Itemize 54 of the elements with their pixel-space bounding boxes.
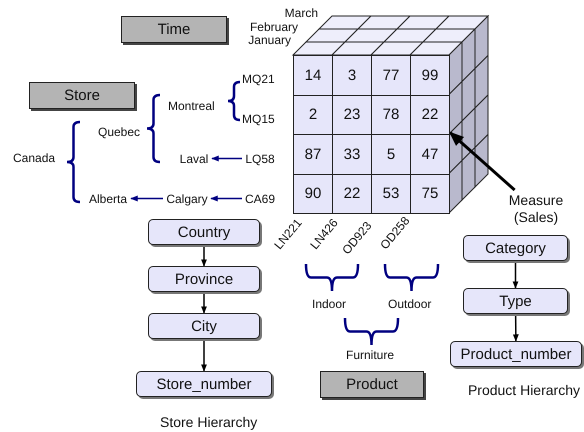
- data-cell: 22: [410, 94, 450, 135]
- hierarchy-level-box: Province: [148, 266, 260, 292]
- data-cell: 53: [371, 174, 411, 214]
- member-label: Laval: [176, 151, 212, 166]
- member-label: Quebec: [98, 125, 140, 139]
- hierarchy-level-box: Category: [463, 235, 568, 261]
- member-label: MQ15: [242, 112, 275, 126]
- hierarchy-caption: Product Hierarchy: [468, 382, 580, 398]
- member-label: Alberta: [85, 191, 131, 206]
- data-cell: 99: [410, 55, 450, 96]
- data-cell: 87: [293, 134, 333, 174]
- member-label: CA69: [242, 191, 278, 206]
- hierarchy-level-box: Product_number: [450, 341, 582, 367]
- member-label: Indoor: [312, 297, 346, 311]
- data-cell: 23: [332, 94, 372, 135]
- data-cell: 75: [410, 174, 450, 214]
- member-label: Canada: [13, 151, 56, 165]
- arrow: [201, 339, 207, 372]
- data-cell: 77: [371, 55, 411, 96]
- data-cell: 78: [371, 94, 411, 135]
- member-label: February: [250, 20, 298, 34]
- arrow: [201, 245, 207, 267]
- hierarchy-caption: Store Hierarchy: [160, 414, 258, 430]
- data-cell: 2: [293, 94, 333, 135]
- dimension-box: Product: [320, 371, 424, 398]
- measure-label: Measure (Sales): [500, 190, 572, 228]
- data-cell: 90: [293, 174, 333, 214]
- member-label: January: [248, 33, 291, 47]
- member-label: MQ21: [242, 72, 275, 86]
- data-cell: 22: [332, 174, 372, 214]
- hierarchy-level-box: Store_number: [136, 371, 272, 397]
- hierarchy-level-box: City: [148, 313, 260, 339]
- member-label: Outdoor: [388, 297, 432, 311]
- member-label: Calgary: [163, 191, 211, 206]
- data-cell: 47: [410, 134, 450, 174]
- data-cell: 14: [293, 55, 333, 96]
- member-label: March: [284, 6, 318, 20]
- arrow: [130, 196, 163, 202]
- member-label: LQ58: [242, 151, 278, 166]
- data-cell: 5: [371, 134, 411, 174]
- member-label: Furniture: [346, 348, 394, 362]
- data-cell: 3: [332, 55, 372, 96]
- arrow: [201, 292, 207, 314]
- member-label: Montreal: [168, 99, 215, 113]
- arrow: [512, 261, 518, 289]
- data-cell: 33: [332, 134, 372, 174]
- dimension-box: Time: [121, 16, 227, 43]
- hierarchy-level-box: Country: [148, 219, 260, 245]
- arrow: [210, 196, 242, 202]
- hierarchy-level-box: Type: [463, 288, 568, 314]
- arrow: [512, 314, 519, 342]
- arrow: [211, 156, 242, 162]
- arrow: [448, 131, 516, 192]
- dimension-box: Store: [29, 82, 135, 109]
